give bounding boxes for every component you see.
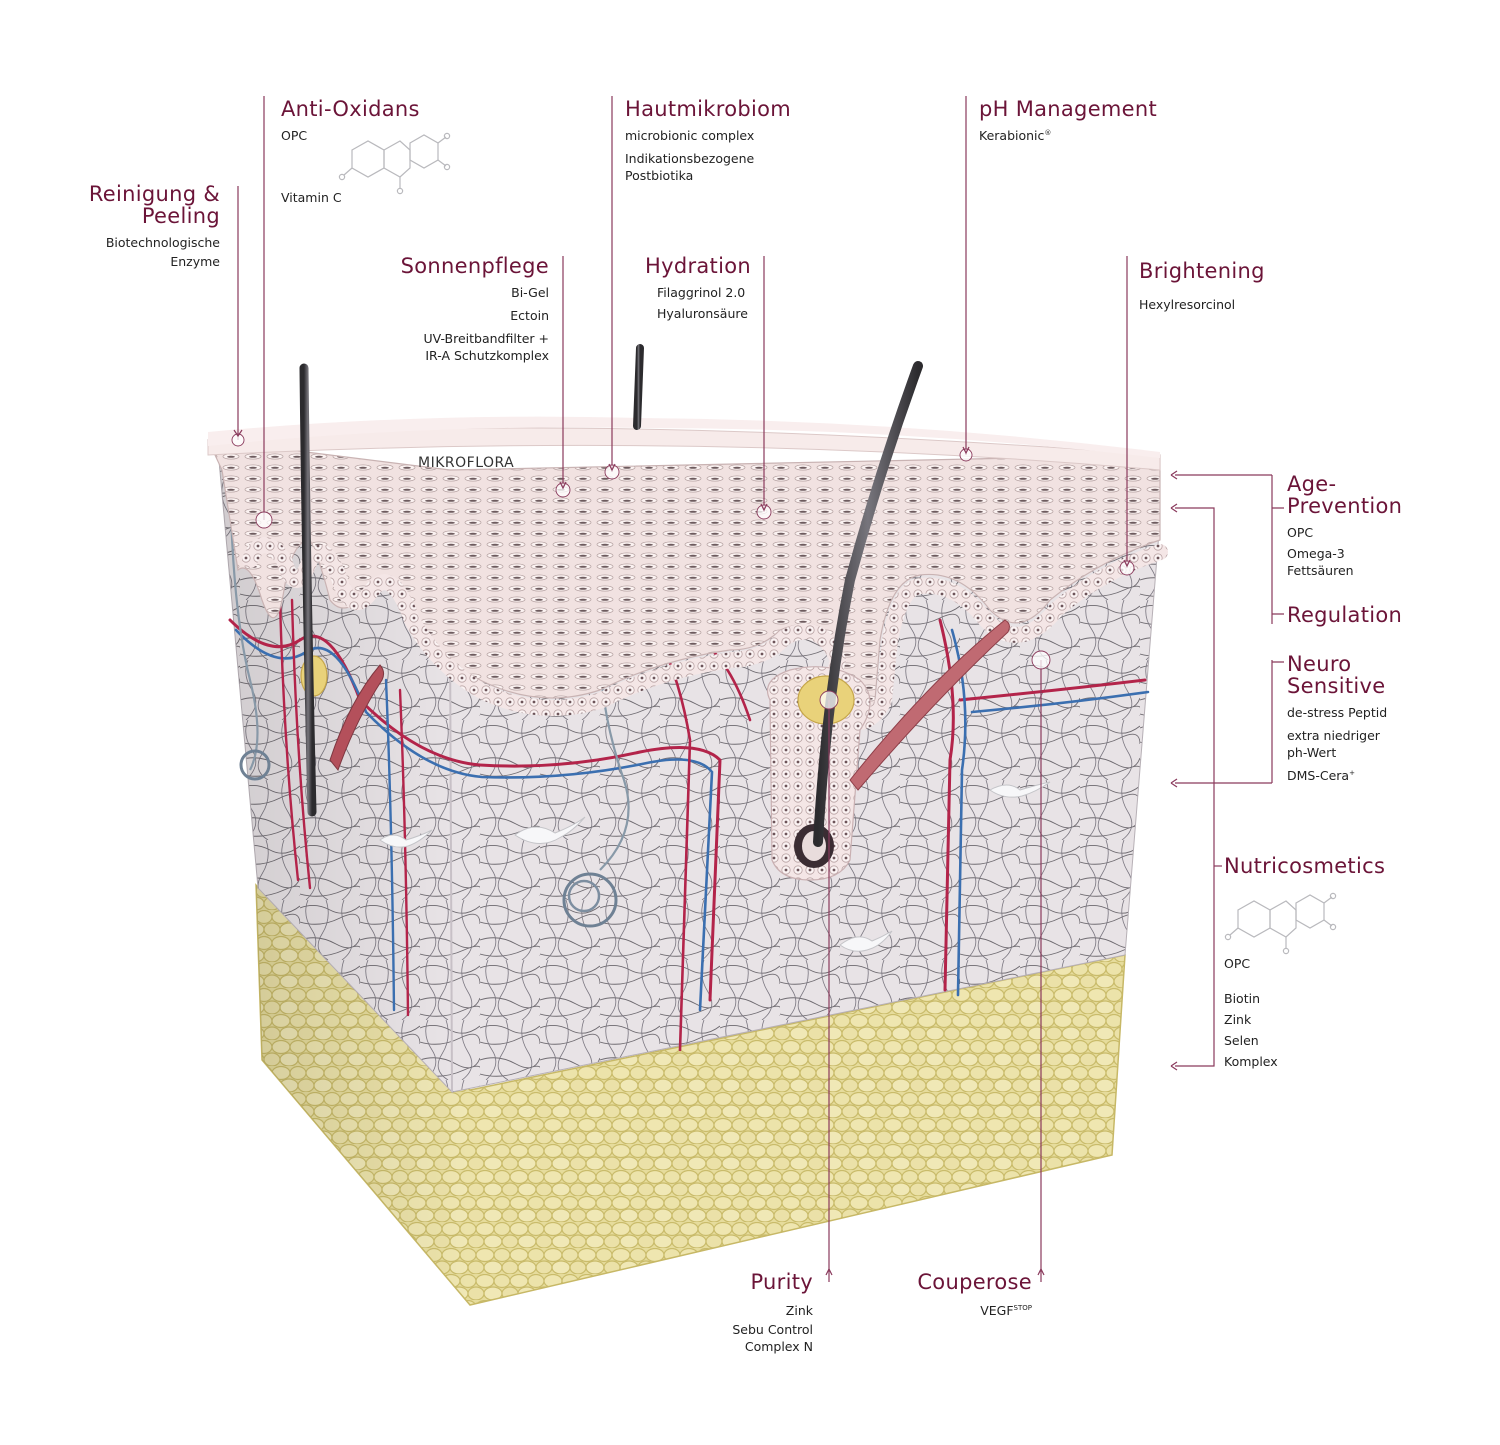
callout-item: Kerabionic® bbox=[979, 128, 1052, 143]
arrector-pili-muscles bbox=[329, 619, 1010, 791]
callout-title: Age-Prevention bbox=[1287, 472, 1403, 518]
callout-item: Biotechnologische bbox=[105, 235, 220, 250]
callout-item: VEGFSTOP bbox=[980, 1303, 1032, 1318]
hairs bbox=[299, 344, 923, 847]
right-bracket-lines bbox=[1170, 470, 1284, 1071]
callout-item: Sebu Control bbox=[732, 1322, 813, 1337]
callout-ph-management: pH Management Kerabionic® bbox=[979, 98, 1157, 144]
callout-item: OPC bbox=[1287, 525, 1314, 540]
callout-brightening: Brightening Hexylresorcinol bbox=[1139, 260, 1265, 313]
callout-item: Postbiotika bbox=[625, 168, 694, 183]
callout-item: Zink bbox=[1224, 1012, 1252, 1027]
callout-title: Regulation bbox=[1287, 603, 1403, 627]
callout-purity: Purity Zink Sebu Control Complex N bbox=[613, 1271, 813, 1355]
callout-sonnenpflege: Sonnenpflege Bi-Gel Ectoin UV-Breitbandf… bbox=[329, 255, 549, 364]
callout-item: Ectoin bbox=[510, 308, 549, 323]
callout-item: de-stress Peptid bbox=[1287, 705, 1388, 720]
callout-item: IR-A Schutzkomplex bbox=[425, 348, 549, 363]
callout-item: Selen bbox=[1224, 1033, 1259, 1048]
callout-item: Filaggrinol 2.0 bbox=[657, 285, 746, 300]
callout-title: Reinigung &Peeling bbox=[88, 182, 220, 228]
callout-item: ph-Wert bbox=[1287, 745, 1337, 760]
fibroblast-cells bbox=[379, 781, 1051, 952]
callout-couperose: Couperose VEGFSTOP bbox=[812, 1271, 1032, 1319]
callout-item: Indikationsbezogene bbox=[625, 151, 755, 166]
callout-item: DMS-Cera+ bbox=[1287, 768, 1355, 783]
molecule-icon-anti-oxidans bbox=[338, 132, 451, 195]
callout-item: Hyaluronsäure bbox=[657, 306, 748, 321]
callout-title: Nutricosmetics bbox=[1224, 854, 1386, 878]
callout-title: Sonnenpflege bbox=[400, 254, 549, 278]
callout-title: Hydration bbox=[645, 254, 751, 278]
callout-item: Vitamin C bbox=[281, 190, 342, 205]
callout-item: Biotin bbox=[1224, 991, 1260, 1006]
callout-hydration: Hydration Filaggrinol 2.0 Hyaluronsäure bbox=[645, 255, 751, 322]
callout-item: Bi-Gel bbox=[511, 285, 549, 300]
callout-item: extra niedriger bbox=[1287, 728, 1380, 743]
callout-title: Hautmikrobiom bbox=[625, 97, 792, 121]
callout-item: Complex N bbox=[744, 1339, 813, 1354]
leader-lines bbox=[237, 96, 1128, 1282]
callout-nutricosmetics: Nutricosmetics OPC Biotin Zink Selen Kom… bbox=[1224, 855, 1385, 1070]
epidermis-layer bbox=[207, 416, 1168, 731]
callout-title: pH Management bbox=[979, 97, 1158, 121]
callout-item: Komplex bbox=[1224, 1054, 1278, 1069]
callout-item: OPC bbox=[281, 128, 308, 143]
callout-item: microbionic complex bbox=[625, 128, 755, 143]
callout-item: Fettsäuren bbox=[1287, 563, 1354, 578]
leader-arrowheads bbox=[233, 429, 1131, 1276]
callout-item: UV-Breitbandfilter + bbox=[423, 331, 549, 346]
callout-item: OPC bbox=[1224, 956, 1251, 971]
callout-title: Anti-Oxidans bbox=[281, 97, 420, 121]
callout-item: Zink bbox=[785, 1303, 813, 1318]
molecule-icon-nutricosmetics bbox=[1224, 892, 1337, 955]
callout-hautmikrobiom: Hautmikrobiom microbionic complex Indika… bbox=[625, 98, 791, 184]
callout-item: Omega-3 bbox=[1287, 546, 1345, 561]
subcutis-fat-layer bbox=[255, 883, 1126, 1306]
leader-end-markers bbox=[231, 433, 1135, 710]
microflora-label: MIKROFLORA bbox=[418, 455, 515, 471]
callout-item: Enzyme bbox=[170, 254, 220, 269]
callout-reinigung-peeling: Reinigung &Peeling Biotechnologische Enz… bbox=[20, 183, 220, 270]
callout-title: Couperose bbox=[917, 1270, 1032, 1294]
callout-age-prevention: Age-Prevention OPC Omega-3 Fettsäuren bbox=[1287, 473, 1402, 579]
callout-anti-oxidans: Anti-Oxidans OPC Vitamin C bbox=[281, 98, 420, 206]
callout-title: Purity bbox=[750, 1270, 813, 1294]
callout-title: Brightening bbox=[1139, 259, 1265, 283]
callout-regulation: Regulation bbox=[1287, 604, 1402, 626]
callout-item: Hexylresorcinol bbox=[1139, 297, 1236, 312]
